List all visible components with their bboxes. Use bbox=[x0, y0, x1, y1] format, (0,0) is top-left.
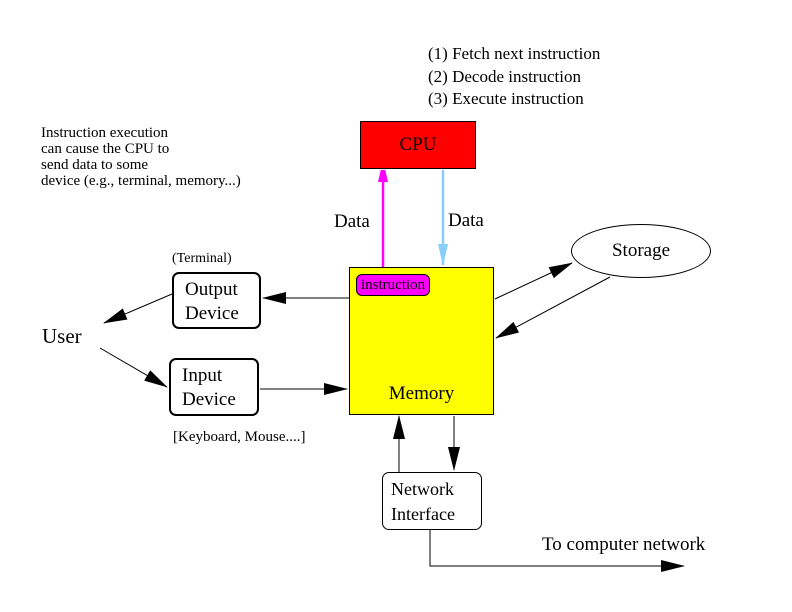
user-label: User bbox=[42, 324, 82, 348]
output-device-box: Output Device bbox=[172, 272, 261, 329]
cycle-steps: (1) Fetch next instruction (2) Decode in… bbox=[428, 43, 600, 111]
cycle-step-2: (2) Decode instruction bbox=[428, 66, 581, 86]
output-device-label: Output bbox=[185, 279, 238, 300]
input-device-label: Device bbox=[182, 389, 236, 410]
input-device-label: Input bbox=[182, 365, 223, 386]
execution-note: Instruction execution can cause the CPU … bbox=[41, 125, 241, 189]
output-device-label: Device bbox=[185, 303, 239, 324]
output-to-user-arrow bbox=[103, 293, 173, 324]
storage-label: Storage bbox=[611, 240, 671, 261]
note-line: can cause the CPU to bbox=[41, 141, 170, 157]
note-line: send data to some bbox=[41, 157, 149, 173]
network-label: To computer network bbox=[542, 534, 706, 555]
note-line: Instruction execution bbox=[41, 125, 169, 141]
cpu-box: CPU bbox=[360, 121, 476, 169]
instruction-badge: instruction bbox=[356, 274, 431, 296]
cycle-step-1: (1) Fetch next instruction bbox=[428, 44, 601, 63]
input-device-box: Input Device bbox=[169, 358, 259, 416]
user-to-input-arrow bbox=[99, 347, 168, 388]
network-interface-label: Network bbox=[391, 479, 454, 499]
data-down-label: Data bbox=[448, 210, 484, 231]
output-device-caption: (Terminal) bbox=[172, 251, 232, 266]
memory-box: instruction Memory bbox=[349, 267, 494, 415]
network-interface-box: Network Interface bbox=[382, 472, 482, 530]
data-up-label: Data bbox=[334, 211, 370, 232]
cycle-step-3: (3) Execute instruction bbox=[428, 89, 584, 108]
storage-ellipse: Storage bbox=[571, 224, 711, 278]
memory-label: Memory bbox=[388, 383, 455, 404]
memory-to-storage-arrow bbox=[494, 262, 573, 300]
input-device-caption: [Keyboard, Mouse....] bbox=[173, 429, 306, 445]
note-line: device (e.g., terminal, memory...) bbox=[41, 173, 241, 189]
cpu-label: CPU bbox=[399, 134, 437, 155]
storage-to-memory-arrow bbox=[495, 276, 611, 339]
network-interface-label: Interface bbox=[391, 504, 455, 524]
network-out-arrow bbox=[429, 530, 685, 572]
